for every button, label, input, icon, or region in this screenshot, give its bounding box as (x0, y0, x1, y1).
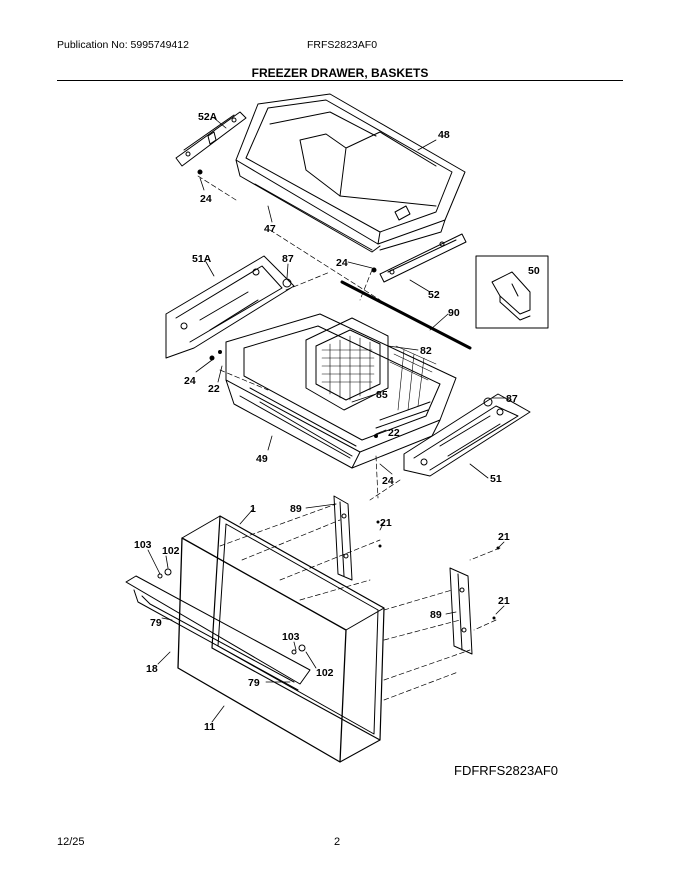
callout-82: 82 (420, 345, 432, 357)
rail-part-51 (403, 393, 531, 477)
screw-24-left (209, 355, 215, 361)
callout-24-left: 24 (184, 375, 196, 387)
callout-51A: 51A (192, 253, 212, 265)
callout-52: 52 (428, 289, 440, 301)
clip-22-left (218, 350, 222, 354)
callout-102-left: 102 (162, 545, 180, 557)
callout-18: 18 (146, 663, 158, 675)
page-number: 2 (334, 836, 341, 848)
callout-79-left: 79 (150, 617, 162, 629)
callout-24-right: 24 (336, 257, 348, 269)
bracket-part-89-left (333, 495, 353, 581)
diagram-code: FDFRFS2823AF0 (454, 763, 558, 778)
callout-90: 90 (448, 307, 460, 319)
inset-box-part-50 (475, 255, 549, 329)
callout-102-right: 102 (316, 667, 334, 679)
callout-51: 51 (490, 473, 502, 485)
callout-11: 11 (204, 721, 215, 733)
title-divider (57, 80, 623, 81)
wheel-87-right (483, 397, 493, 407)
callout-48: 48 (438, 129, 450, 141)
assembly-guide-lines (197, 175, 501, 701)
rail-part-51A (165, 255, 295, 359)
clip-22-right (374, 434, 378, 438)
wheel-87-left (282, 278, 292, 288)
callout-87-left: 87 (282, 253, 294, 265)
callout-103-left: 103 (134, 539, 152, 551)
callout-1: 1 (250, 503, 256, 515)
screw-24-top (197, 169, 203, 175)
callout-79-right: 79 (248, 677, 260, 689)
callout-49: 49 (256, 453, 268, 465)
top-bin-part-48 (235, 93, 466, 253)
basket-part-49 (225, 313, 457, 469)
callout-21-a: 21 (380, 517, 392, 529)
screws-103-102 (157, 568, 306, 655)
callout-24-bottom: 24 (382, 475, 394, 487)
screws-21 (376, 520, 500, 620)
slide-rail-part-52A (175, 111, 247, 167)
rod-part-90 (340, 280, 472, 350)
callout-50: 50 (528, 265, 540, 277)
slide-rail-part-52 (379, 233, 467, 283)
callout-22-left: 22 (208, 383, 220, 395)
callout-87-right: 87 (506, 393, 518, 405)
callout-103-right: 103 (282, 631, 300, 643)
callout-89-right: 89 (430, 609, 442, 621)
publication-number: Publication No: 5995749412 (57, 39, 189, 51)
callout-24-top: 24 (200, 193, 212, 205)
footer-date: 12/25 (57, 836, 85, 848)
bracket-part-89-right (449, 567, 473, 655)
leader-lines (147, 117, 507, 723)
callout-22-right: 22 (388, 427, 400, 439)
callout-labels: 52A 48 24 47 51A 87 24 52 50 90 82 24 22… (134, 111, 558, 778)
callout-85: 85 (376, 389, 388, 401)
callout-89-left: 89 (290, 503, 302, 515)
screw-24-right (371, 267, 377, 273)
callout-52A: 52A (198, 111, 218, 123)
callout-47: 47 (264, 223, 276, 235)
model-number: FRFS2823AF0 (307, 39, 378, 51)
callout-21-b: 21 (498, 531, 510, 543)
callout-21-c: 21 (498, 595, 510, 607)
page-title: FREEZER DRAWER, BASKETS (251, 66, 429, 80)
basket-grid-mesh (321, 335, 437, 411)
handle-part-18 (125, 575, 311, 691)
